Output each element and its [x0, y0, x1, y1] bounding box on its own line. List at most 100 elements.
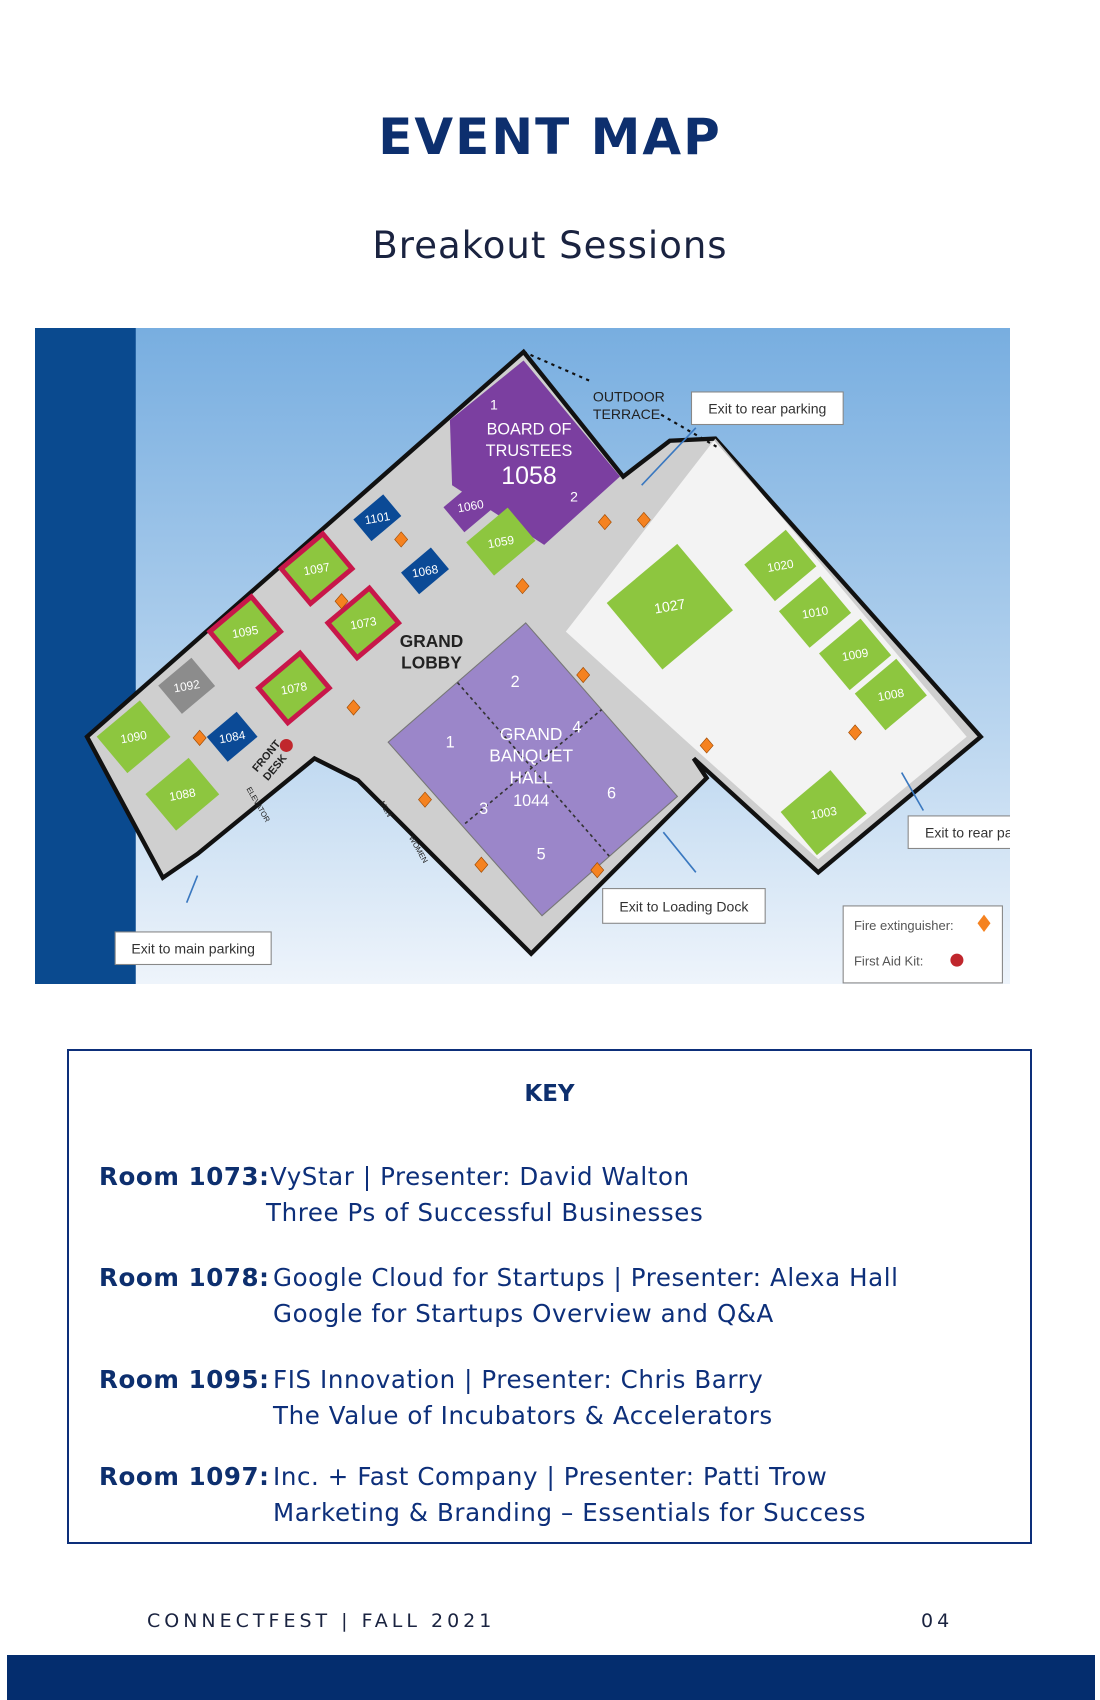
- key-heading: KEY: [524, 1081, 575, 1107]
- room-1095: 1095: [206, 593, 284, 670]
- exit-rear-parking-right: Exit to rear parking: [900, 772, 1010, 850]
- room-1084: 1084: [206, 711, 258, 762]
- key-session-line1: Google Cloud for Startups | Presenter: A…: [273, 1263, 899, 1292]
- room-shape: [401, 547, 449, 595]
- banquet-section: 3: [479, 800, 488, 818]
- map-legend: Fire extinguisher: First Aid Kit:: [842, 905, 1003, 984]
- fire-extinguisher-icon: [597, 513, 612, 531]
- banquet-section: 6: [607, 785, 616, 803]
- key-room: Room 1097:: [99, 1462, 270, 1491]
- room-1008: 1008: [854, 658, 927, 731]
- lobby-line-2: LOBBY: [401, 652, 462, 672]
- terrace-line-1: OUTDOOR: [593, 389, 665, 405]
- room-1092: 1092: [158, 657, 216, 714]
- banquet-section: 2: [511, 673, 520, 691]
- banquet-section: 4: [572, 718, 581, 736]
- fire-extinguisher-icon: [346, 699, 361, 716]
- highlighted-room-shape: [206, 593, 284, 670]
- key-session-line2: Google for Startups Overview and Q&A: [273, 1299, 774, 1328]
- room-shape: [606, 543, 733, 670]
- fire-extinguisher-icon: [394, 531, 409, 548]
- banquet-line-3: HALL: [509, 767, 553, 787]
- banquet-section: 1: [446, 734, 455, 752]
- board-line-1: BOARD OF: [487, 420, 572, 438]
- room-shape: [158, 657, 216, 714]
- room-1027: 1027: [606, 543, 733, 670]
- footer-page-number: 04: [921, 1610, 954, 1632]
- banquet-number: 1044: [513, 792, 549, 810]
- room-label: 1060: [456, 497, 485, 515]
- room-shape: [353, 494, 402, 542]
- room-label: 1084: [218, 728, 247, 746]
- page-title: EVENT MAP: [378, 108, 722, 166]
- svg-text:Fire extinguisher:: Fire extinguisher:: [854, 918, 954, 933]
- room-label: 1095: [231, 623, 260, 641]
- fire-extinguisher-icon: [474, 856, 489, 873]
- room-label: 1073: [349, 614, 378, 632]
- key-room: Room 1078:: [99, 1263, 270, 1292]
- room-shape: [443, 479, 498, 533]
- room-1020: 1020: [744, 529, 817, 602]
- key-session-line1: FIS Innovation | Presenter: Chris Barry: [273, 1365, 764, 1394]
- key-session-line2: Marketing & Branding – Essentials for Su…: [273, 1498, 866, 1527]
- key-entry: Room 1097:Inc. + Fast Company | Presente…: [99, 1462, 865, 1527]
- svg-text:Exit to main parking: Exit to main parking: [131, 941, 255, 957]
- room-label: 1020: [766, 557, 795, 575]
- board-section-2: 2: [570, 488, 578, 504]
- key-entry: Room 1078:Google Cloud for Startups | Pr…: [99, 1263, 899, 1328]
- key-entry: Room 1095:FIS Innovation | Presenter: Ch…: [99, 1365, 772, 1430]
- footer-bar: [7, 1655, 1095, 1700]
- key-room: Room 1095:: [99, 1365, 270, 1394]
- room-1078: 1078: [255, 649, 333, 727]
- room-shape: [778, 576, 852, 648]
- room-label: 1101: [364, 509, 392, 527]
- svg-text:First Aid Kit:: First Aid Kit:: [854, 954, 923, 969]
- svg-text:Exit to rear parking: Exit to rear parking: [708, 401, 826, 417]
- room-label: 1078: [280, 679, 309, 697]
- room-label: 1027: [653, 595, 687, 616]
- terrace-line-2: TERRACE: [593, 406, 660, 422]
- banquet-hall: [387, 622, 679, 917]
- fire-extinguisher-icon: [699, 737, 714, 754]
- session-key: KEY Room 1073:VyStar | Presenter: David …: [67, 1049, 1032, 1544]
- highlighted-room-shape: [255, 649, 333, 727]
- exit-loading-dock: Exit to Loading Dock: [602, 831, 766, 924]
- key-session-line1: Inc. + Fast Company | Presenter: Patti T…: [273, 1462, 828, 1491]
- room-label: 1008: [877, 686, 906, 704]
- room-label: 1097: [302, 560, 331, 578]
- room-1060: 1060: [443, 479, 498, 533]
- room-label: 1090: [119, 728, 148, 746]
- room-1090: 1090: [96, 700, 171, 774]
- fire-extinguisher-icon: [590, 862, 605, 879]
- room-shape: [819, 618, 892, 691]
- room-1059: 1059: [466, 507, 536, 576]
- banquet-section: 5: [537, 845, 546, 863]
- exit-rear-parking-top: Exit to rear parking: [641, 391, 844, 486]
- key-session-line2: Three Ps of Successful Businesses: [266, 1198, 704, 1227]
- room-label: 1010: [801, 603, 830, 621]
- room-1009: 1009: [819, 618, 892, 691]
- svg-text:Exit to Loading Dock: Exit to Loading Dock: [619, 898, 749, 914]
- room-shape: [780, 770, 867, 856]
- room-1010: 1010: [778, 576, 852, 648]
- room-label: 1092: [172, 677, 201, 695]
- terrace-dotted-line: [660, 413, 719, 449]
- highlighted-room-shape: [324, 584, 403, 662]
- fire-extinguisher-icon: [636, 511, 651, 529]
- room-1003: 1003: [780, 770, 867, 856]
- room-1101: 1101: [353, 494, 402, 542]
- map-left-strip: [35, 328, 136, 984]
- room-shape: [145, 757, 220, 831]
- fire-extinguisher-icon: [192, 729, 207, 746]
- lobby-line-1: GRAND: [400, 631, 464, 651]
- board-number: 1058: [501, 462, 556, 490]
- room-shape: [744, 529, 817, 602]
- exit-main-parking: Exit to main parking: [114, 875, 272, 966]
- banquet-line-1: GRAND: [500, 724, 563, 744]
- room-label: 1009: [841, 645, 870, 663]
- fire-extinguisher-icon: [576, 666, 591, 684]
- key-session-line1: VyStar | Presenter: David Walton: [270, 1162, 690, 1191]
- fire-extinguisher-icon: [848, 724, 863, 741]
- room-label: 1068: [411, 562, 440, 580]
- room-shape: [854, 658, 927, 731]
